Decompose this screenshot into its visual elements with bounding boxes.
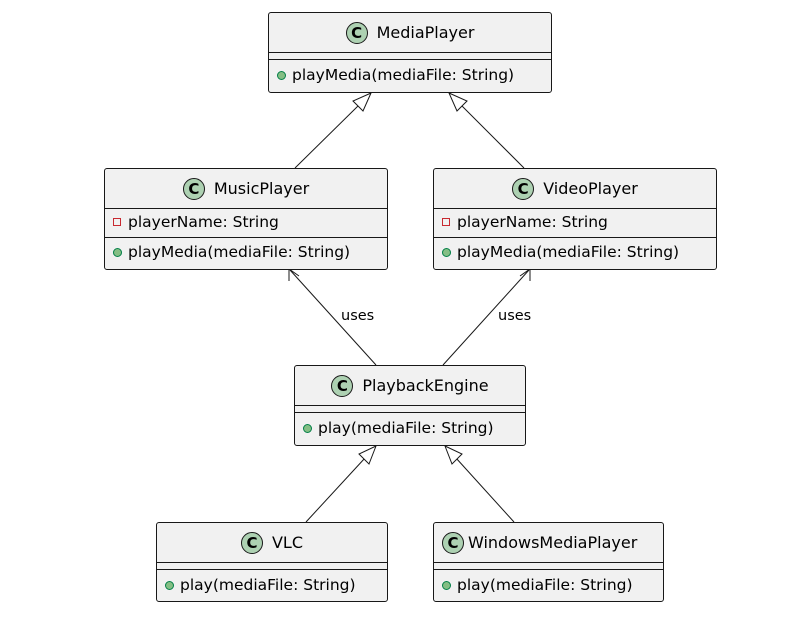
method-signature: playMedia(mediaFile: String): [128, 243, 351, 261]
public-visibility-icon: [442, 580, 451, 590]
methods-section: play(mediaFile: String): [157, 569, 387, 601]
class-video-player[interactable]: C VideoPlayer playerName: String playMed…: [433, 168, 717, 270]
public-visibility-icon: [113, 247, 122, 257]
field-item: playerName: String: [105, 211, 387, 233]
class-header: C PlaybackEngine: [295, 366, 525, 405]
field-signature: playerName: String: [128, 213, 279, 231]
method-signature: playMedia(mediaFile: String): [457, 243, 680, 261]
relation-label-uses: uses: [341, 308, 375, 324]
class-name: PlaybackEngine: [362, 376, 489, 395]
class-badge-icon: C: [331, 374, 354, 397]
class-name: MediaPlayer: [376, 23, 475, 42]
class-header: C MediaPlayer: [269, 13, 551, 52]
relation-label-uses: uses: [498, 308, 532, 324]
class-header: C WindowsMediaPlayer: [434, 523, 663, 562]
public-visibility-icon: [165, 580, 174, 590]
class-badge-icon: C: [240, 531, 263, 554]
method-item: playMedia(mediaFile: String): [105, 241, 387, 263]
methods-section: playMedia(mediaFile: String): [105, 237, 387, 266]
public-visibility-icon: [442, 247, 451, 257]
class-windows-media-player[interactable]: C WindowsMediaPlayer play(mediaFile: Str…: [433, 522, 664, 602]
class-name: MusicPlayer: [213, 179, 310, 198]
method-signature: playMedia(mediaFile: String): [292, 66, 515, 84]
method-item: playMedia(mediaFile: String): [269, 64, 551, 86]
edge-music-to-media: [294, 104, 360, 169]
edge-video-to-media: [460, 104, 525, 169]
class-badge-icon: C: [182, 177, 205, 200]
method-item: play(mediaFile: String): [157, 574, 387, 596]
fields-section: playerName: String: [434, 208, 716, 237]
fields-section: [269, 52, 551, 59]
class-media-player[interactable]: C MediaPlayer playMedia(mediaFile: Strin…: [268, 12, 552, 93]
inheritance-arrowhead: [358, 445, 377, 465]
class-badge-icon: C: [512, 177, 535, 200]
class-header: C MusicPlayer: [105, 169, 387, 208]
fields-section: [295, 405, 525, 412]
edge-vlc-to-engine: [305, 457, 366, 523]
class-header: C VLC: [157, 523, 387, 562]
class-badge-icon: C: [345, 21, 368, 44]
class-name: WindowsMediaPlayer: [468, 533, 638, 552]
edge-engine-to-video: [442, 269, 530, 366]
method-item: playMedia(mediaFile: String): [434, 241, 716, 263]
class-vlc[interactable]: C VLC play(mediaFile: String): [156, 522, 388, 602]
method-item: play(mediaFile: String): [295, 417, 525, 439]
private-visibility-icon: [442, 218, 450, 226]
inheritance-arrowhead: [352, 92, 372, 112]
inheritance-arrowhead: [448, 92, 468, 112]
methods-section: playMedia(mediaFile: String): [434, 237, 716, 266]
class-playback-engine[interactable]: C PlaybackEngine play(mediaFile: String): [294, 365, 526, 446]
private-visibility-icon: [113, 218, 121, 226]
public-visibility-icon: [303, 423, 312, 433]
methods-section: play(mediaFile: String): [295, 412, 525, 444]
method-signature: play(mediaFile: String): [457, 576, 633, 594]
method-signature: play(mediaFile: String): [180, 576, 356, 594]
field-signature: playerName: String: [457, 213, 608, 231]
fields-section: [157, 562, 387, 569]
field-item: playerName: String: [434, 211, 716, 233]
class-name: VideoPlayer: [543, 179, 638, 198]
class-name: VLC: [271, 533, 304, 552]
class-music-player[interactable]: C MusicPlayer playerName: String playMed…: [104, 168, 388, 270]
inheritance-arrowhead: [444, 445, 463, 465]
method-signature: play(mediaFile: String): [318, 419, 494, 437]
method-item: play(mediaFile: String): [434, 574, 663, 596]
fields-section: playerName: String: [105, 208, 387, 237]
class-header: C VideoPlayer: [434, 169, 716, 208]
class-badge-icon: C: [442, 531, 464, 554]
methods-section: playMedia(mediaFile: String): [269, 59, 551, 91]
edge-wmp-to-engine: [455, 457, 515, 523]
fields-section: [434, 562, 663, 569]
public-visibility-icon: [277, 70, 286, 80]
edge-engine-to-music: [289, 269, 377, 366]
methods-section: play(mediaFile: String): [434, 569, 663, 601]
